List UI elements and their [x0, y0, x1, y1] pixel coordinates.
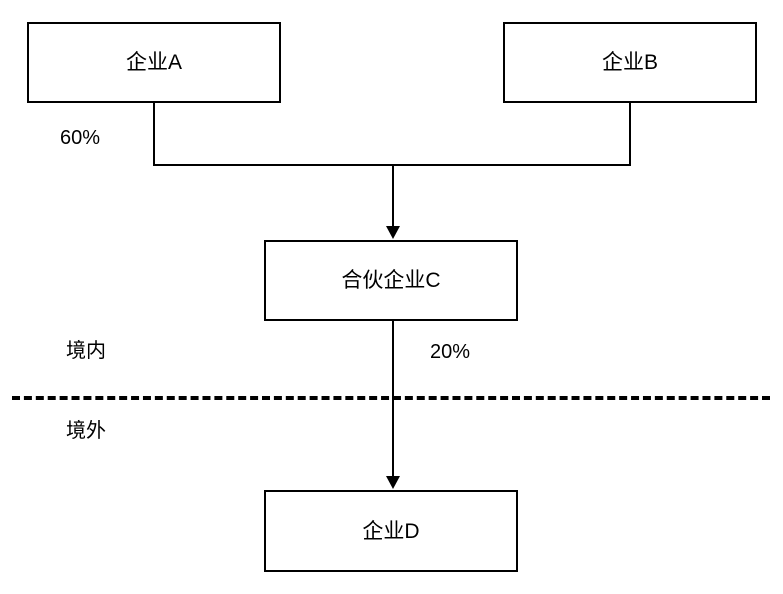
connector-b-down: [629, 103, 631, 166]
edge-label-60-percent: 60%: [60, 127, 101, 149]
node-label-enterprise-b: 企业B: [601, 51, 658, 74]
node-box-enterprise-a[interactable]: 企业A: [27, 22, 281, 103]
node-label-enterprise-a: 企业A: [125, 51, 182, 74]
node-box-partnership-c[interactable]: 合伙企业C: [264, 240, 518, 321]
node-label-enterprise-d: 企业D: [362, 519, 420, 543]
node-box-enterprise-b[interactable]: 企业B: [503, 22, 757, 103]
arrowhead-to-enterprise-d: [386, 476, 400, 489]
node-box-enterprise-d[interactable]: 企业D: [264, 490, 518, 572]
connector-a-down: [153, 103, 155, 166]
edge-label-20-percent: 20%: [430, 341, 471, 363]
border-divider-dashed-line: [12, 396, 770, 400]
arrowhead-to-enterprise-c: [386, 226, 400, 239]
node-label-partnership-c: 合伙企业C: [341, 269, 441, 292]
region-label-domestic: 境内: [66, 340, 106, 362]
region-label-overseas: 境外: [66, 420, 106, 442]
connector-bus-to-c: [392, 164, 394, 228]
